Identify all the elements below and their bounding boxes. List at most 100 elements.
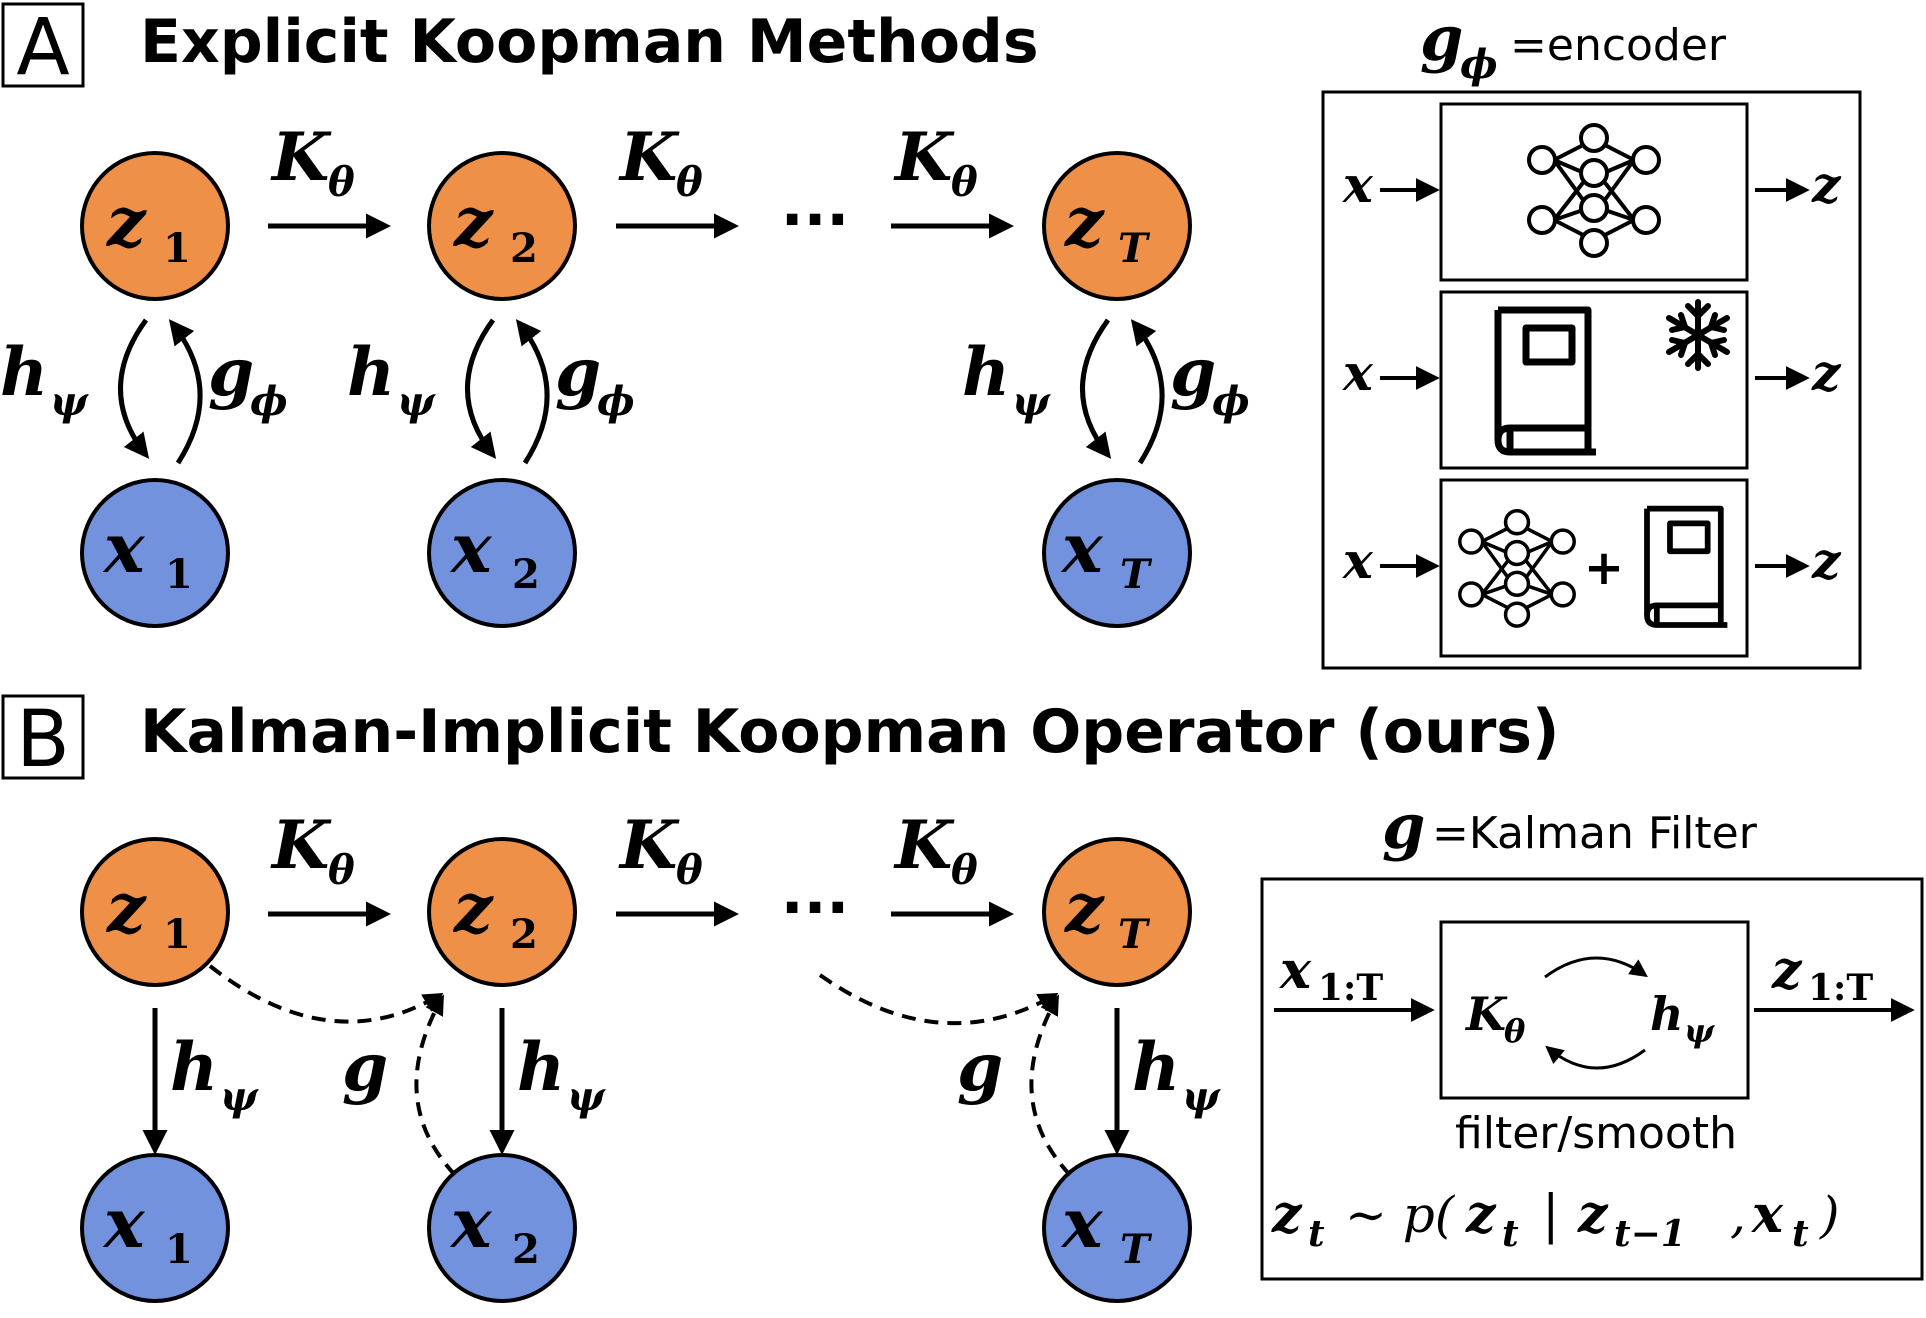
svg-text:θ: θ <box>951 847 978 894</box>
h-g-arrows-1-a: h ψ g ϕ <box>0 318 288 465</box>
dashed-arrow-x2-z2: g <box>342 994 457 1177</box>
svg-text:K: K <box>893 118 955 196</box>
frozen-snowflake-icon <box>1666 299 1730 371</box>
svg-text:1: 1 <box>163 225 191 272</box>
k-arrow-2-a: K θ <box>616 118 739 239</box>
svg-text:∼ p(: ∼ p( <box>1345 1186 1456 1244</box>
svg-text:θ: θ <box>1504 1012 1526 1050</box>
svg-text:ψ: ψ <box>220 1073 259 1120</box>
k-arrow-1-a: K θ <box>268 118 391 239</box>
svg-text:2: 2 <box>510 911 538 958</box>
node-x1-b: x 1 <box>80 1153 230 1303</box>
svg-text:z: z <box>1064 869 1105 949</box>
svg-text:z: z <box>453 183 494 263</box>
svg-text:1: 1 <box>163 911 191 958</box>
svg-text:x: x <box>1342 531 1374 590</box>
svg-text:x: x <box>1279 940 1312 1001</box>
node-z1-b: z 1 <box>80 837 230 987</box>
svg-text:g: g <box>208 333 254 411</box>
svg-text:x: x <box>449 1184 493 1264</box>
svg-text:1:T: 1:T <box>1318 967 1383 1009</box>
svg-text:): ) <box>1819 1186 1840 1244</box>
svg-text:K: K <box>618 806 680 884</box>
svg-text:x: x <box>449 509 493 589</box>
svg-text:g: g <box>1170 333 1216 411</box>
svg-text:ϕ: ϕ <box>597 378 635 425</box>
svg-text:K: K <box>618 118 680 196</box>
k-arrow-3-a: K θ <box>891 118 1014 239</box>
svg-text:g: g <box>342 1028 388 1106</box>
panel-a-letter-box <box>1 2 85 88</box>
svg-text:=Kalman Filter: =Kalman Filter <box>1432 808 1758 859</box>
svg-text:K: K <box>893 806 955 884</box>
k-arrow-2-b: K θ <box>616 806 739 927</box>
dictionary-book-small-icon <box>1647 509 1727 625</box>
svg-text:ψ: ψ <box>1182 1073 1221 1120</box>
svg-text:z: z <box>1465 1184 1497 1245</box>
svg-text:ϕ: ϕ <box>1460 41 1498 88</box>
svg-text:θ: θ <box>328 159 355 206</box>
svg-text:x: x <box>1342 343 1374 402</box>
svg-text:z: z <box>106 869 147 949</box>
node-zT-b: z T <box>1042 837 1192 987</box>
svg-text:ψ: ψ <box>50 378 89 425</box>
h-arrow-2-b: h ψ <box>489 1008 606 1155</box>
svg-text:z: z <box>1271 1184 1303 1245</box>
encoder-box: g ϕ =encoder x z x z x <box>1321 2 1862 670</box>
svg-text:ψ: ψ <box>1012 378 1051 425</box>
svg-text:θ: θ <box>676 159 703 206</box>
panel-a-title: Explicit Koopman Methods <box>140 7 1039 77</box>
svg-text:g: g <box>555 333 601 411</box>
svg-text:h: h <box>347 333 395 411</box>
posterior-formula: z t ∼ p( z t | z t−1 , x t ) <box>1271 1184 1840 1255</box>
k-arrow-3-b: K θ <box>891 806 1014 927</box>
svg-text:K: K <box>270 806 332 884</box>
h-g-arrows-2-a: h ψ g ϕ <box>347 318 635 465</box>
svg-text:1: 1 <box>165 551 193 598</box>
svg-text:ψ: ψ <box>397 378 436 425</box>
node-x1-a: x 1 <box>80 478 230 628</box>
svg-text:+: + <box>1584 540 1624 596</box>
svg-text:,: , <box>1730 1186 1746 1244</box>
svg-text:g: g <box>957 1028 1003 1106</box>
node-zT-a: z T <box>1042 151 1192 301</box>
k-arrow-1-b: K θ <box>268 806 391 927</box>
svg-text:T: T <box>1120 1226 1153 1273</box>
node-z1-a: z 1 <box>80 151 230 301</box>
svg-text:z: z <box>1771 940 1803 1001</box>
svg-text:ψ: ψ <box>567 1073 606 1120</box>
panel-b-letter: B <box>16 695 70 785</box>
svg-text:z: z <box>1811 343 1842 402</box>
svg-text:h: h <box>1650 987 1683 1041</box>
svg-text:z: z <box>1811 531 1842 590</box>
svg-text:h: h <box>962 333 1010 411</box>
svg-text:x: x <box>1751 1184 1784 1245</box>
panel-a-letter: A <box>16 3 69 93</box>
svg-text:h: h <box>517 1028 565 1106</box>
kalman-filter-box: g =Kalman Filter x 1:T z 1:T K θ h ψ fil… <box>1260 790 1924 1281</box>
svg-text:θ: θ <box>951 159 978 206</box>
svg-text:g: g <box>1420 2 1463 75</box>
dashed-arrow-z1-z2 <box>208 964 444 1024</box>
svg-text:T: T <box>1120 551 1153 598</box>
panel-b-title: Kalman-Implicit Koopman Operator (ours) <box>140 697 1559 767</box>
svg-text:ϕ: ϕ <box>250 378 288 425</box>
svg-text:x: x <box>102 509 146 589</box>
cycle-arrow-bottom <box>1545 1045 1646 1070</box>
svg-text:K: K <box>1464 987 1508 1041</box>
node-x2-b: x 2 <box>427 1153 577 1303</box>
node-x2-a: x 2 <box>427 478 577 628</box>
svg-text:2: 2 <box>510 225 538 272</box>
svg-text:h: h <box>170 1028 218 1106</box>
svg-text:ψ: ψ <box>1684 1012 1715 1050</box>
svg-text:|: | <box>1542 1185 1560 1245</box>
node-xT-a: x T <box>1042 478 1192 628</box>
svg-text:h: h <box>0 333 48 411</box>
svg-text:x: x <box>1060 509 1104 589</box>
svg-text:2: 2 <box>512 551 540 598</box>
neural-network-small-icon <box>1458 509 1576 628</box>
svg-text:ϕ: ϕ <box>1212 378 1250 425</box>
svg-text:z: z <box>1811 155 1842 214</box>
cycle-arrow-top <box>1544 956 1648 979</box>
